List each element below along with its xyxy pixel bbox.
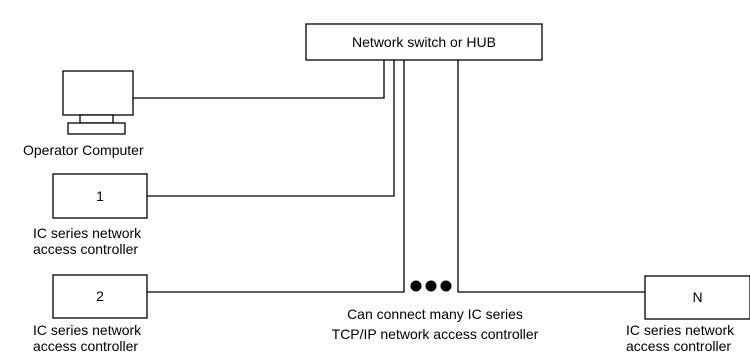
controller-1-label-line1: IC series network (33, 225, 142, 241)
controller-box-2 (52, 274, 148, 319)
link-computer (133, 60, 385, 99)
link-controller-1 (147, 60, 395, 197)
link-controller-2 (147, 60, 405, 293)
computer-monitor (62, 70, 134, 116)
controller-2-id: 2 (96, 288, 104, 304)
controller-2-label-line1: IC series network (33, 322, 142, 338)
controller-1-id: 1 (96, 188, 104, 204)
controller-2-label-line2: access controller (33, 338, 139, 354)
controller-n-label-line1: IC series network (626, 322, 735, 338)
dot-3 (440, 280, 452, 292)
dot-2 (425, 280, 437, 292)
ellipsis-dots (410, 280, 452, 292)
controller-box-n (644, 275, 750, 320)
computer-keyboard (67, 122, 126, 135)
controller-box-1 (52, 173, 148, 219)
controller-n-label-line2: access controller (626, 338, 732, 354)
computer-base (79, 114, 114, 124)
switch-label: Network switch or HUB (352, 34, 496, 50)
controller-1-label-line2: access controller (33, 241, 139, 257)
note-line2: TCP/IP network access controller (331, 326, 539, 342)
computer-label: Operator Computer (23, 142, 144, 158)
link-controller-n (457, 60, 645, 293)
dot-1 (410, 280, 422, 292)
note-line1: Can connect many IC series (347, 306, 523, 322)
controller-n-id: N (692, 289, 703, 305)
switch-box (305, 23, 543, 61)
computer-icon (62, 70, 134, 135)
connection-lines (133, 60, 645, 293)
